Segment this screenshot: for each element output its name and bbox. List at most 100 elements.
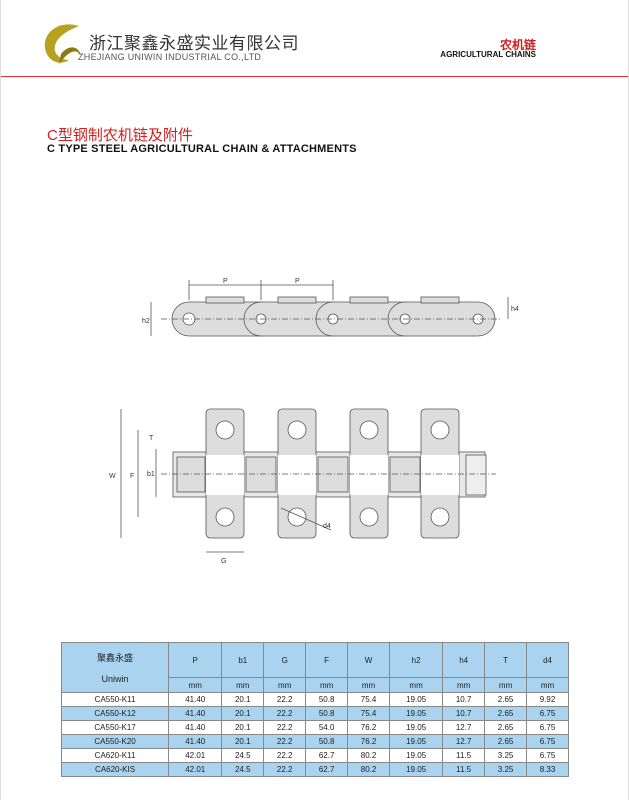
dim-label-b1: b1 (147, 471, 155, 478)
value-cell: 41.40 (168, 720, 223, 735)
model-cell: CA550-K17 (60, 720, 170, 735)
top-view (120, 408, 496, 553)
dim-label-p: P (295, 278, 300, 285)
value-cell: 42.01 (168, 748, 223, 763)
unit-cell: mm (347, 677, 390, 693)
value-cell: 20.1 (221, 734, 265, 749)
model-cell: CA620-K11 (60, 748, 170, 763)
side-view (150, 280, 509, 337)
dim-label-w: W (109, 473, 116, 480)
value-cell: 3.25 (484, 748, 528, 763)
value-cell: 80.2 (347, 762, 390, 777)
value-cell: 8.33 (526, 762, 569, 777)
model-cell: CA550-K20 (60, 734, 170, 749)
column-header: d4 (526, 642, 569, 678)
model-cell: CA620-KIS (60, 762, 170, 777)
value-cell: 6.75 (526, 734, 569, 749)
value-cell: 6.75 (526, 748, 569, 763)
value-cell: 62.7 (305, 762, 349, 777)
value-cell: 22.2 (263, 748, 307, 763)
value-cell: 10.7 (442, 692, 486, 707)
value-cell: 2.65 (484, 720, 528, 735)
column-header: b1 (221, 642, 265, 678)
brand-en: Uniwin (101, 674, 129, 684)
category-en: AGRICULTURAL CHAINS (440, 50, 536, 59)
value-cell: 22.2 (263, 734, 307, 749)
model-cell: CA550-K11 (60, 692, 170, 707)
value-cell: 12.7 (442, 734, 486, 749)
column-header: h2 (388, 642, 444, 678)
company-name-en: ZHEJIANG UNIWIN INDUSTRIAL CO.,LTD (78, 52, 262, 62)
value-cell: 75.4 (347, 692, 390, 707)
value-cell: 10.7 (442, 706, 486, 721)
value-cell: 2.65 (484, 734, 528, 749)
value-cell: 19.05 (388, 734, 444, 749)
value-cell: 11.5 (442, 748, 486, 763)
value-cell: 24.5 (221, 748, 265, 763)
column-header: F (305, 642, 349, 678)
column-header: P (168, 642, 223, 678)
brand-header: 聚鑫永盛 Uniwin (60, 642, 170, 693)
column-header: T (484, 642, 528, 678)
value-cell: 19.05 (388, 762, 444, 777)
unit-cell: mm (526, 677, 569, 693)
value-cell: 20.1 (221, 692, 265, 707)
column-header: G (263, 642, 307, 678)
value-cell: 22.2 (263, 706, 307, 721)
value-cell: 80.2 (347, 748, 390, 763)
value-cell: 3.25 (484, 762, 528, 777)
dim-label-f: F (130, 473, 134, 480)
value-cell: 19.05 (388, 692, 444, 707)
value-cell: 9.92 (526, 692, 569, 707)
value-cell: 22.2 (263, 720, 307, 735)
header-divider (1, 76, 628, 77)
brand-cn: 聚鑫永盛 (97, 653, 134, 663)
dim-label-d4: d4 (323, 523, 331, 530)
dim-label-g: G (221, 558, 226, 565)
unit-cell: mm (484, 677, 528, 693)
value-cell: 50.8 (305, 692, 349, 707)
value-cell: 75.4 (347, 706, 390, 721)
value-cell: 2.65 (484, 692, 528, 707)
value-cell: 50.8 (305, 706, 349, 721)
unit-cell: mm (388, 677, 444, 693)
value-cell: 41.40 (168, 692, 223, 707)
value-cell: 42.01 (168, 762, 223, 777)
unit-cell: mm (168, 677, 223, 693)
unit-cell: mm (442, 677, 486, 693)
value-cell: 19.05 (388, 748, 444, 763)
unit-cell: mm (221, 677, 265, 693)
value-cell: 22.2 (263, 692, 307, 707)
dim-label-p: P (223, 278, 228, 285)
value-cell: 11.5 (442, 762, 486, 777)
dim-label-t: T (149, 435, 154, 442)
dim-label-h4: h4 (511, 306, 519, 313)
section-title-cn: C型钢制农机链及附件 (47, 127, 193, 144)
model-cell: CA550-K12 (60, 706, 170, 721)
value-cell: 19.05 (388, 720, 444, 735)
value-cell: 50.8 (305, 734, 349, 749)
value-cell: 20.1 (221, 720, 265, 735)
value-cell: 12.7 (442, 720, 486, 735)
value-cell: 24.5 (221, 762, 265, 777)
value-cell: 6.75 (526, 706, 569, 721)
value-cell: 41.40 (168, 734, 223, 749)
value-cell: 22.2 (263, 762, 307, 777)
company-name-cn: 浙江聚鑫永盛实业有限公司 (89, 34, 299, 53)
value-cell: 62.7 (305, 748, 349, 763)
value-cell: 19.05 (388, 706, 444, 721)
value-cell: 76.2 (347, 734, 390, 749)
column-header: h4 (442, 642, 486, 678)
category-cn: 农机链 (499, 38, 536, 52)
value-cell: 54.0 (305, 720, 349, 735)
value-cell: 41.40 (168, 706, 223, 721)
